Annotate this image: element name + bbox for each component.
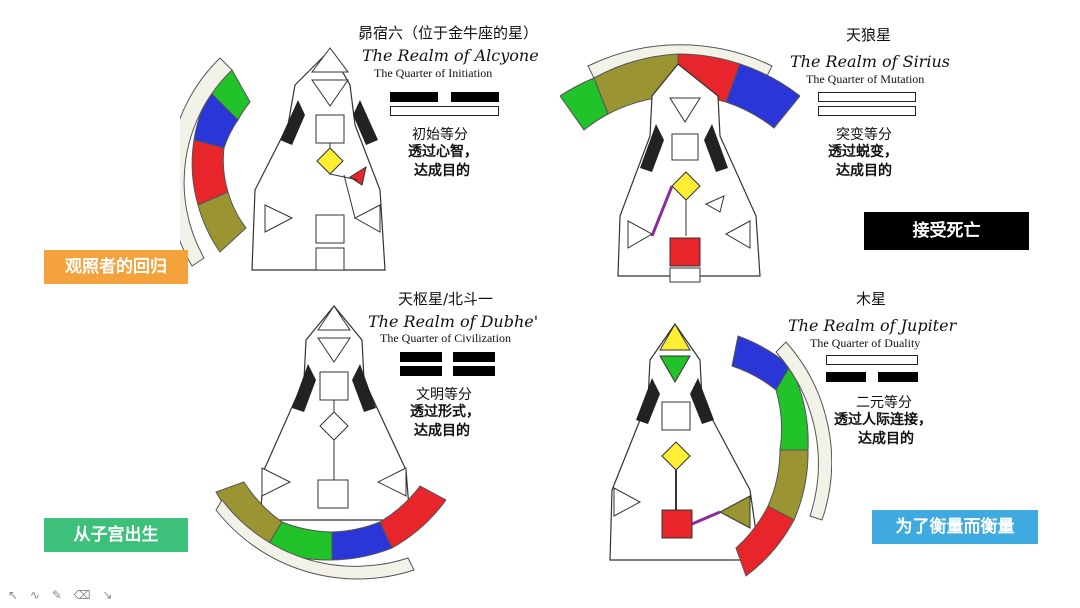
dubhe-hexagram-line-1 (400, 352, 442, 362)
root-center (315, 247, 345, 271)
wheel-segment-blue (725, 63, 800, 129)
wheel-segment-olive (197, 191, 247, 253)
jupiter-zh-title: 木星 (856, 290, 887, 308)
balance-label: 为了衡量而衡量 (872, 510, 1038, 544)
alcyone-wheel (180, 57, 251, 267)
wheel-segment-red (735, 505, 795, 577)
bodygraph-shadow-right (704, 124, 728, 172)
dubhe-line2: 达成目的 (414, 423, 470, 439)
bodygraph-shadow (280, 100, 305, 145)
bodygraph-shadow-right (352, 364, 376, 412)
head-center (659, 322, 691, 351)
spleen-center (627, 220, 654, 249)
jupiter-quarter: The Quarter of Duality (810, 336, 921, 350)
jupiter-diagram (609, 322, 832, 577)
jupiter-line2: 达成目的 (858, 431, 914, 447)
ajna-center (311, 79, 349, 107)
dubhe-hexagram-line-2b (453, 366, 495, 376)
alcyone-quarter: The Quarter of Initiation (374, 66, 493, 80)
wheel-gate-ring (215, 499, 415, 580)
sirius-hexagram-line-2 (818, 106, 916, 116)
throat-center (671, 133, 699, 161)
alcyone-line2: 达成目的 (414, 163, 470, 179)
bodygraph-outline (609, 322, 761, 561)
sirius-hexagram-line-1 (818, 92, 916, 102)
sirius-line2: 达成目的 (836, 163, 892, 179)
spleen-center (264, 204, 294, 233)
wheel-gate-ring (775, 341, 832, 521)
dubhe-equal: 文明等分 (416, 387, 472, 403)
dubhe-hexagram-line-2 (400, 366, 442, 376)
sirius-zh-title: 天狼星 (846, 26, 892, 44)
solar-plexus-center (718, 495, 751, 529)
ajna-center (317, 337, 351, 363)
solar-plexus-center (376, 467, 407, 497)
dubhe-diagram (215, 305, 447, 580)
wheel-gate-ring (180, 57, 233, 267)
root-center (669, 267, 701, 283)
throat-center (319, 371, 349, 401)
sirius-equal: 突变等分 (836, 127, 892, 143)
sacral-center (317, 479, 349, 509)
bodygraph-shadow-right (353, 100, 378, 145)
jupiter-equal: 二元等分 (856, 395, 912, 411)
alcyone-hexagram-line-1a (390, 92, 438, 102)
dubhe-quarter: The Quarter of Civilization (380, 331, 511, 345)
solar-plexus-center (724, 220, 751, 249)
spleen-center (261, 467, 292, 497)
alcyone-hexagram-line-2 (390, 106, 499, 116)
accept-death-label: 接受死亡 (864, 212, 1029, 250)
birth-label: 从子宫出生 (44, 518, 188, 552)
sacral-center (669, 237, 701, 267)
solar-plexus-center (353, 204, 381, 233)
jupiter-hexagram-line-2a (826, 372, 866, 382)
dubhe-line1: 透过形式， (410, 404, 480, 420)
jupiter-hexagram-line-2b (878, 372, 918, 382)
spleen-center (613, 487, 642, 517)
sirius-wheel (560, 44, 800, 131)
head-center (317, 305, 351, 331)
bodygraph-shadow (640, 124, 664, 172)
sirius-diagram (560, 44, 800, 283)
ajna-center (669, 97, 701, 123)
bodygraph-shadow (636, 378, 660, 424)
jupiter-line1: 透过人际连接， (834, 412, 932, 428)
heart-center (704, 195, 725, 213)
dubhe-hexagram-line-1b (453, 352, 495, 362)
alcyone-zh-title: 昴宿六（位于金牛座的星） (358, 24, 539, 42)
jupiter-realm: The Realm of Jupiter (788, 316, 957, 335)
dubhe-wheel (215, 481, 447, 580)
dubhe-realm: The Realm of Dubhe' (368, 312, 539, 331)
sirius-realm: The Realm of Sirius (790, 52, 950, 71)
heart-center (349, 165, 367, 186)
bodygraph-shadow-right (690, 378, 714, 424)
alcyone-diagram (180, 47, 386, 271)
ajna-center (659, 355, 691, 384)
head-center (311, 47, 349, 73)
slide-toolbar[interactable]: ↖ ∿ ✎ ⌫ ↘ (8, 588, 117, 602)
throat-center (661, 401, 691, 431)
channel-purple (691, 510, 721, 526)
sacral-center (315, 214, 345, 244)
sacral-center (661, 509, 693, 539)
throat-center (315, 114, 345, 144)
alcyone-hexagram-line-1b (451, 92, 499, 102)
wheel-segment-red (379, 485, 447, 549)
jupiter-wheel (731, 335, 832, 577)
alcyone-line1: 透过心智， (408, 144, 478, 160)
dubhe-zh-title: 天枢星/北斗一 (398, 290, 494, 308)
jupiter-hexagram-line-1 (826, 355, 918, 365)
channel-purple (650, 185, 674, 237)
observer-return-label: 观照者的回归 (44, 250, 188, 284)
sirius-quarter: The Quarter of Mutation (806, 72, 925, 86)
wheel-segment-green (560, 77, 609, 131)
alcyone-realm: The Realm of Alcyone (362, 46, 539, 65)
bodygraph-shadow (292, 364, 316, 412)
sirius-line1: 透过蜕变， (828, 144, 898, 160)
alcyone-equal: 初始等分 (412, 127, 468, 143)
